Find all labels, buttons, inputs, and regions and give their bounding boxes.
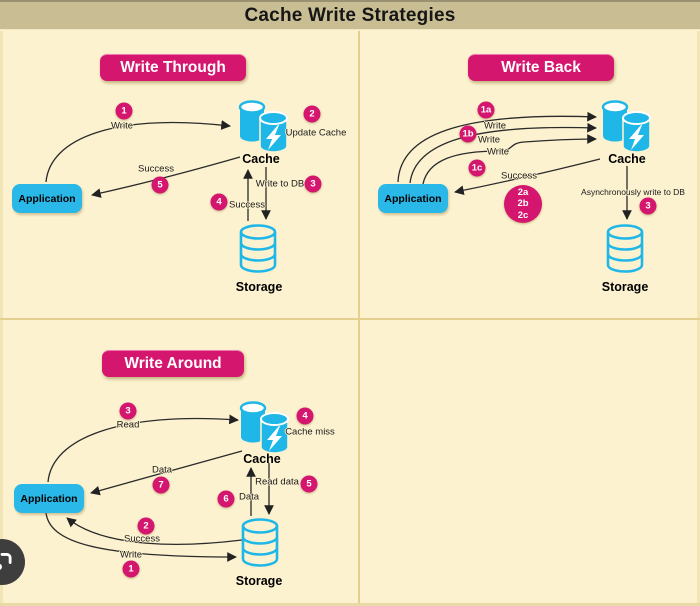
step-label-write: Write xyxy=(120,549,142,561)
write-through-title: Write Through xyxy=(100,54,246,81)
badge-line-2c: 2c xyxy=(517,209,529,221)
step-badge-1c: 1c xyxy=(468,159,486,177)
step-label-success: Success xyxy=(501,170,537,182)
step-badge-2: 2 xyxy=(137,517,155,535)
step-label-async-write: Asynchronously write to DB xyxy=(581,187,685,197)
step-badge-2abc: 2a 2b 2c xyxy=(504,185,542,223)
step-label-read: Read xyxy=(116,419,140,431)
write-back-title: Write Back xyxy=(468,54,614,81)
step-label-data-return: Data xyxy=(151,464,173,476)
horizontal-divider xyxy=(0,318,700,320)
step-label-write-to-db: Write to DB xyxy=(255,178,305,190)
page-title: Cache Write Strategies xyxy=(0,0,700,30)
storage-label: Storage xyxy=(235,574,283,588)
step-badge-2: 2 xyxy=(303,105,321,123)
step-badge-3: 3 xyxy=(119,402,137,420)
step-label-write: Write xyxy=(111,120,133,132)
step-badge-3: 3 xyxy=(304,175,322,193)
cache-label: Cache xyxy=(243,452,281,466)
step-label-update-cache: Update Cache xyxy=(285,127,347,139)
step-badge-1b: 1b xyxy=(459,125,477,143)
step-badge-4: 4 xyxy=(210,193,228,211)
step-label-success: Success xyxy=(138,163,174,175)
step-badge-1: 1 xyxy=(122,560,140,578)
storage-label: Storage xyxy=(235,280,283,294)
step-label-cache-miss: Cache miss xyxy=(285,426,335,438)
bottom-border xyxy=(0,603,700,606)
step-badge-3: 3 xyxy=(639,197,657,215)
step-badge-5: 5 xyxy=(151,176,169,194)
storage-label: Storage xyxy=(601,280,649,294)
step-label-read-data: Read data xyxy=(255,476,299,488)
badge-line-2b: 2b xyxy=(517,198,529,210)
badge-line-2a: 2a xyxy=(517,186,529,198)
write-around-title: Write Around xyxy=(102,350,244,377)
step-badge-1: 1 xyxy=(115,102,133,120)
cache-label: Cache xyxy=(608,152,646,166)
panel-empty xyxy=(360,320,700,603)
cache-label: Cache xyxy=(242,152,280,166)
application-node: Application xyxy=(12,184,82,213)
step-label-success-up: Success xyxy=(229,199,265,211)
step-label-write-1a: Write xyxy=(484,120,506,132)
step-badge-7: 7 xyxy=(152,476,170,494)
application-node: Application xyxy=(378,184,448,213)
step-badge-1a: 1a xyxy=(477,101,495,119)
step-label-data-up: Data xyxy=(238,491,260,503)
step-badge-4: 4 xyxy=(296,407,314,425)
step-badge-6: 6 xyxy=(217,490,235,508)
application-node: Application xyxy=(14,484,84,513)
step-label-success: Success xyxy=(124,533,160,545)
step-label-write-1b: Write xyxy=(478,134,500,146)
step-label-write-1c: Write xyxy=(487,146,509,158)
lens-icon xyxy=(0,553,12,570)
step-badge-5: 5 xyxy=(300,475,318,493)
